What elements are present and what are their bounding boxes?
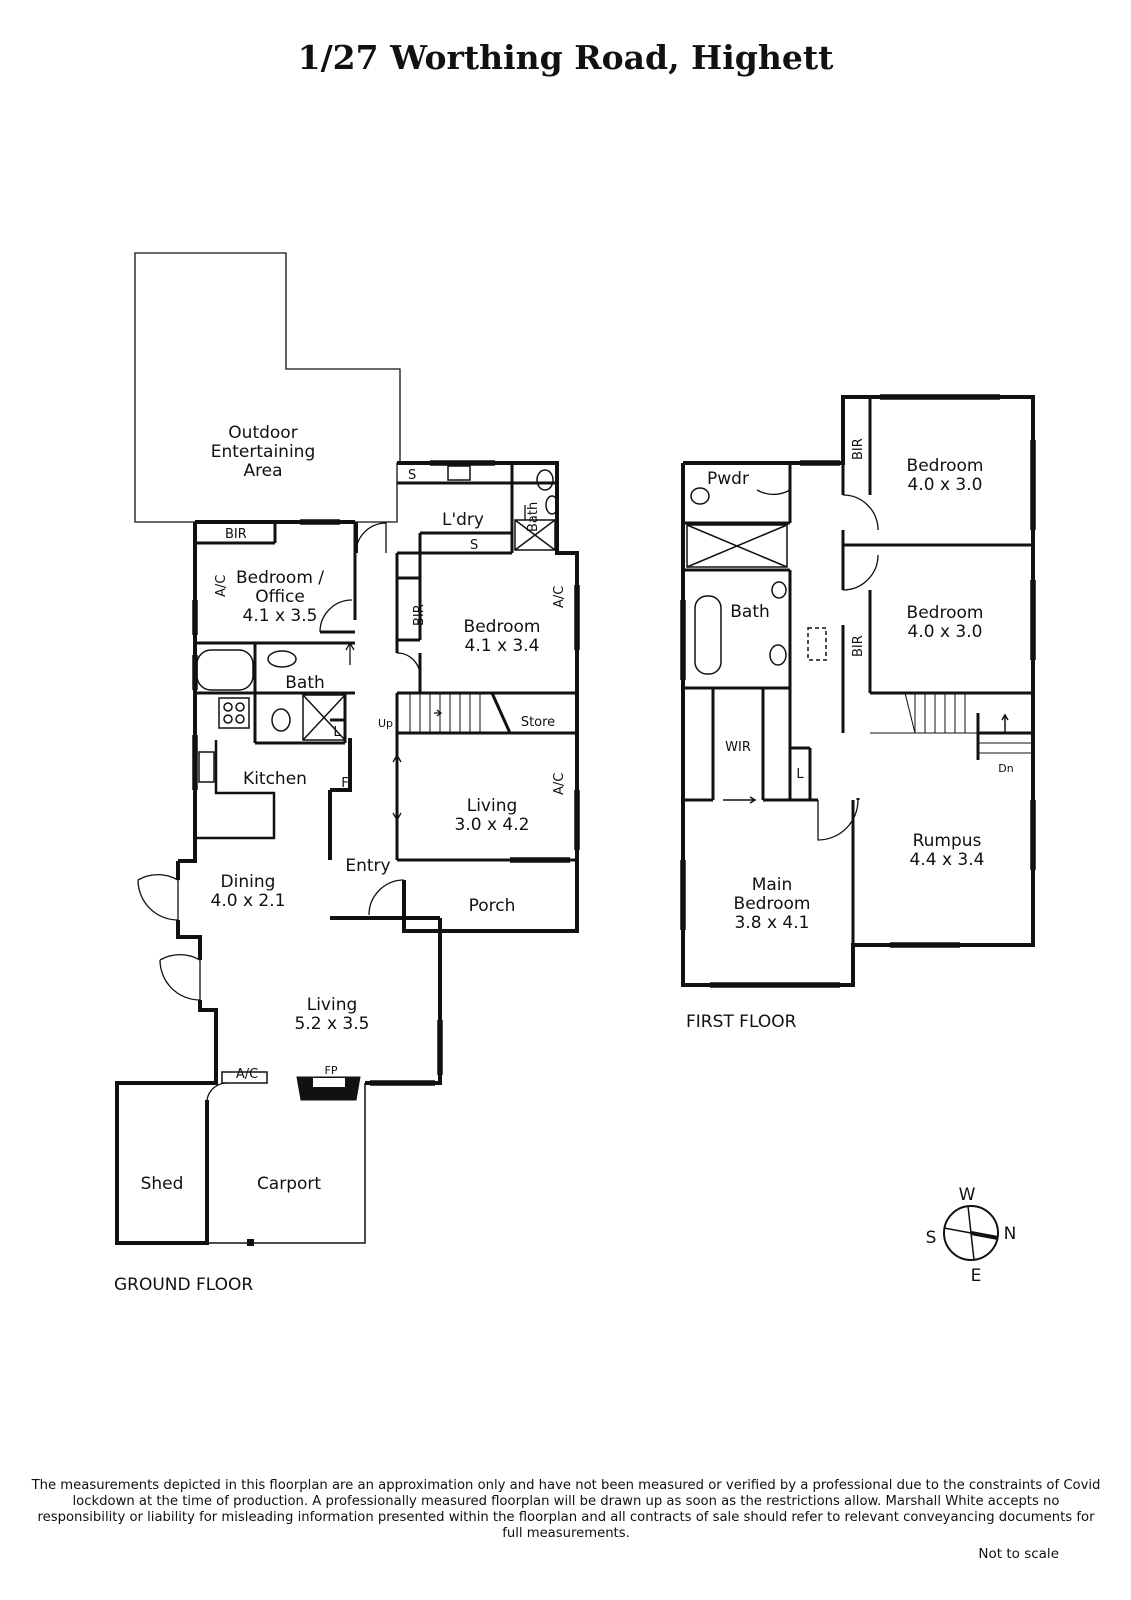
ground-interior-walls: [115, 463, 577, 1245]
dn-label: Dn: [998, 762, 1013, 775]
rumpus-label-1: Rumpus: [913, 831, 982, 851]
bedroom1-label-1: Bedroom: [907, 456, 984, 476]
ground-doors: [137, 522, 421, 1101]
outdoor-label-2: Entertaining: [211, 442, 316, 462]
rumpus-label-2: 4.4 x 3.4: [910, 850, 985, 870]
ground-exterior-walls: [176, 461, 579, 1085]
living-front-label-1: Living: [467, 796, 518, 816]
wir-label: WIR: [725, 740, 751, 755]
compass-e-label: E: [971, 1266, 982, 1286]
bir-bedroom-label: BIR: [412, 604, 427, 626]
bedroom2-label-1: Bedroom: [907, 603, 984, 623]
pwdr-label: Pwdr: [707, 469, 749, 489]
office-label-2: Office: [255, 587, 305, 607]
living-label-2: 5.2 x 3.5: [295, 1014, 370, 1034]
living-front-label-2: 3.0 x 4.2: [455, 815, 530, 835]
ground-arrows: [345, 505, 526, 822]
fridge-label: F: [341, 776, 348, 791]
bedroom2-label-2: 4.0 x 3.0: [908, 622, 983, 642]
ac-bedroom-label: A/C: [552, 586, 567, 608]
main-bedroom-label-1: Main: [752, 875, 793, 895]
compass-icon: [943, 1205, 999, 1261]
dining-label-2: 4.0 x 2.1: [211, 891, 286, 911]
office-label-1: Bedroom /: [236, 568, 324, 588]
first-windows: [680, 394, 1036, 988]
first-linen-label: L: [796, 767, 804, 782]
fp-label: FP: [325, 1064, 338, 1077]
disclaimer-text: The measurements depicted in this floorp…: [31, 1478, 1101, 1541]
store-label: Store: [521, 715, 555, 730]
outdoor-label-3: Area: [243, 461, 282, 481]
first-interior-walls: [683, 397, 1033, 945]
bir1-label: BIR: [851, 438, 866, 460]
first-floor-plan: [680, 394, 1036, 988]
shed-label: Shed: [141, 1174, 184, 1194]
ground-stair-treads: [409, 693, 481, 733]
bir2-label: BIR: [851, 635, 866, 657]
kitchen-label: Kitchen: [243, 769, 307, 789]
porch-label: Porch: [469, 896, 516, 916]
ac-office-label: A/C: [214, 575, 229, 597]
first-bath-label: Bath: [730, 602, 770, 622]
dining-label-1: Dining: [221, 872, 276, 892]
living-label-1: Living: [307, 995, 358, 1015]
outdoor-area-outline: [134, 252, 401, 523]
bedroom1-label-2: 4.0 x 3.0: [908, 475, 983, 495]
main-bedroom-label-2: Bedroom: [734, 894, 811, 914]
main-bedroom-label-3: 3.8 x 4.1: [735, 913, 810, 933]
compass-n-label: N: [1004, 1224, 1017, 1244]
ac-living2-label: A/C: [236, 1067, 258, 1082]
up-label: Up: [378, 717, 393, 730]
ground-fixtures: [196, 465, 559, 1084]
bedroom-label-1: Bedroom: [464, 617, 541, 637]
outdoor-label-1: Outdoor: [228, 423, 297, 443]
first-stair-treads: [870, 692, 1033, 754]
laundry-s2-label: S: [470, 538, 478, 553]
ground-floor-plan: [115, 252, 580, 1246]
office-label-3: 4.1 x 3.5: [243, 606, 318, 626]
bedroom-label-2: 4.1 x 3.4: [465, 636, 540, 656]
first-doors: [756, 489, 879, 841]
scale-note: Not to scale: [978, 1546, 1059, 1562]
compass-w-label: W: [959, 1185, 976, 1205]
compass-s-label: S: [926, 1228, 937, 1248]
ground-floor-label: GROUND FLOOR: [114, 1275, 253, 1295]
bir-office-label: BIR: [225, 527, 247, 542]
linen-label: L: [333, 725, 341, 740]
ac-living-label: A/C: [552, 773, 567, 795]
carport-label: Carport: [257, 1174, 321, 1194]
labels: Outdoor Entertaining Area L'dry S S Bath…: [114, 423, 1016, 1295]
first-floor-label: FIRST FLOOR: [686, 1012, 797, 1032]
small-bath-label: Bath: [526, 502, 541, 532]
laundry-sink-label: S: [408, 468, 416, 483]
page-title: 1/27 Worthing Road, Highett: [297, 38, 834, 77]
entry-label: Entry: [345, 856, 390, 876]
ground-windows: [192, 460, 580, 1086]
bath-label: Bath: [285, 673, 325, 693]
first-fixtures: [686, 487, 1009, 804]
laundry-label: L'dry: [442, 510, 484, 530]
